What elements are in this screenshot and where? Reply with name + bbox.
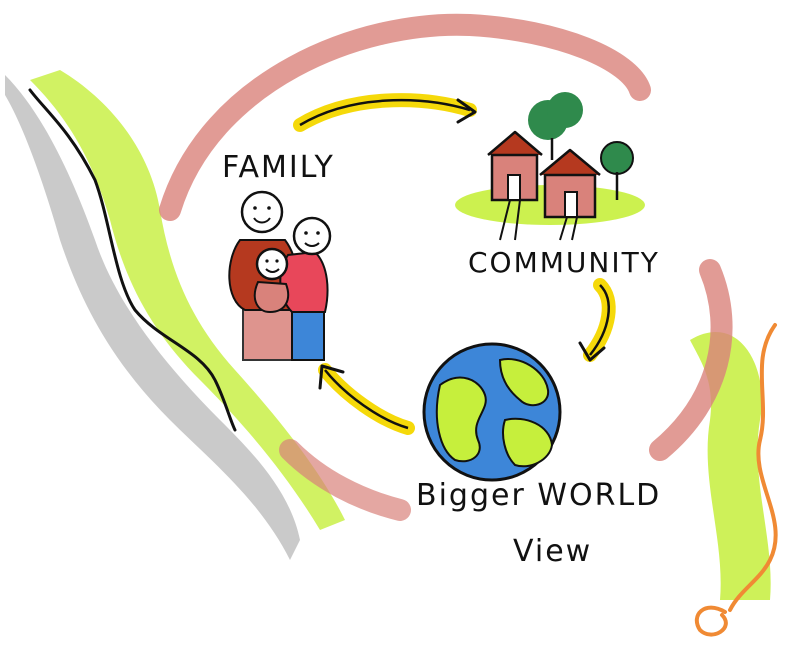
- houses-icon: [455, 92, 645, 241]
- community-label: COMMUNITY: [468, 246, 660, 279]
- left-border-decoration: [5, 70, 345, 560]
- arrow-head-right: [456, 98, 477, 124]
- outer-ring: [159, 13, 733, 521]
- view-label: View: [513, 534, 593, 569]
- globe-icon: [422, 342, 562, 482]
- bigger-world-label: Bigger WORLD: [416, 478, 662, 513]
- family-label: FAMILY: [222, 150, 335, 185]
- cycle-arrows: [293, 93, 616, 435]
- right-border-decoration: [690, 323, 778, 637]
- arrow-head-up: [318, 364, 345, 390]
- arrow-head-down: [578, 341, 606, 362]
- family-icon: [228, 190, 332, 361]
